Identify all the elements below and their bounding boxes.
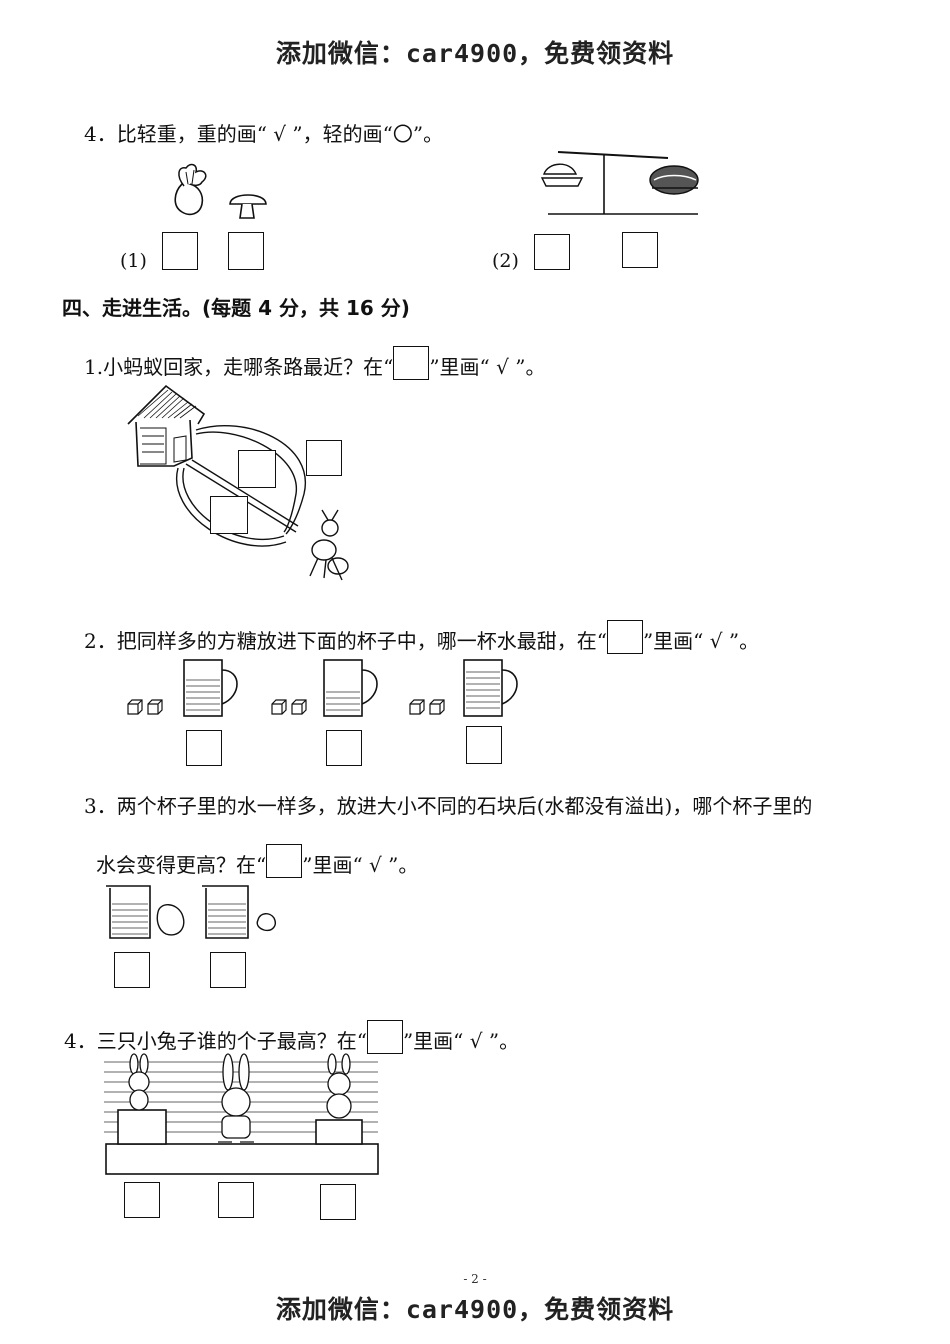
answer-box-beaker-small-stone[interactable]: [210, 952, 246, 988]
question-rabbits-text-before: 4．三只小兔子谁的个子最高？在“: [64, 1029, 367, 1053]
question-sugar-text-before: 2．把同样多的方糖放进下面的杯子中，哪一杯水最甜，在“: [84, 629, 607, 653]
label-part-1: (1): [120, 250, 147, 272]
inline-answer-box: [366, 1020, 403, 1054]
answer-box-rabbit-right[interactable]: [320, 1184, 356, 1220]
inline-answer-box: [266, 844, 303, 878]
balance-scale-illustration: [540, 151, 699, 215]
answer-box-cup-3[interactable]: [466, 726, 502, 764]
mushroom-illustration: [229, 194, 267, 219]
page-number: - 2 -: [463, 1272, 487, 1286]
inline-answer-box: [393, 346, 430, 380]
watermark-bottom: 添加微信：car4900，免费领资料: [275, 1295, 675, 1324]
question-sugar-text-after: ”里画“ √ ”。: [642, 629, 760, 653]
question-stones-text-after: ”里画“ √ ”。: [302, 853, 419, 877]
beakers-stones-illustration: [106, 885, 276, 939]
answer-box-rabbit-middle[interactable]: [218, 1182, 254, 1218]
question-ant-text-after: ”里画“ √ ”。: [429, 355, 546, 379]
answer-box-cup-2[interactable]: [326, 730, 362, 766]
question-stones-line-1: 3．两个杯子里的水一样多，放进大小不同的石块后(水都没有溢出)，哪个杯子里的: [84, 794, 813, 818]
label-part-2: (2): [492, 250, 519, 272]
answer-box-straight-path[interactable]: [238, 450, 276, 488]
question-ant-path: 1.小蚂蚁回家，走哪条路最近？在“ ”里画“ √ ”。: [84, 346, 545, 380]
rabbits-height-illustration: [104, 1053, 379, 1175]
answer-box-outer-path[interactable]: [306, 440, 342, 476]
question-ant-text-before: 1.小蚂蚁回家，走哪条路最近？在“: [84, 355, 394, 379]
question-rabbits-text-after: ”里画“ √ ”。: [402, 1029, 520, 1053]
radish-illustration: [174, 163, 207, 216]
question-sugar-cups: 2．把同样多的方糖放进下面的杯子中，哪一杯水最甜，在“ ”里画“ √ ”。: [84, 620, 759, 654]
answer-box-beaker-big-stone[interactable]: [114, 952, 150, 988]
question-weight-compare: 4．比轻重，重的画“ √ ”，轻的画“〇”。: [84, 122, 444, 146]
question-rabbits-height: 4．三只小兔子谁的个子最高？在“ ”里画“ √ ”。: [64, 1020, 519, 1054]
section-heading-life: 四、走进生活。(每题 4 分，共 16 分): [62, 296, 410, 320]
question-stones-line-2: 水会变得更高？在“ ”里画“ √ ”。: [96, 844, 418, 878]
ant-home-paths-illustration: [127, 384, 349, 581]
answer-box-mushroom[interactable]: [228, 232, 264, 270]
answer-box-left-pan[interactable]: [534, 234, 570, 270]
watermark-top: 添加微信：car4900，免费领资料: [275, 39, 675, 68]
answer-box-radish[interactable]: [162, 232, 198, 270]
answer-box-cup-1[interactable]: [186, 730, 222, 766]
answer-box-lower-path[interactable]: [210, 496, 248, 534]
answer-box-right-pan[interactable]: [622, 232, 658, 268]
sugar-cups-illustration: [127, 659, 518, 717]
answer-box-rabbit-left[interactable]: [124, 1182, 160, 1218]
inline-answer-box: [606, 620, 643, 654]
question-stones-text-before: 水会变得更高？在“: [96, 853, 267, 877]
